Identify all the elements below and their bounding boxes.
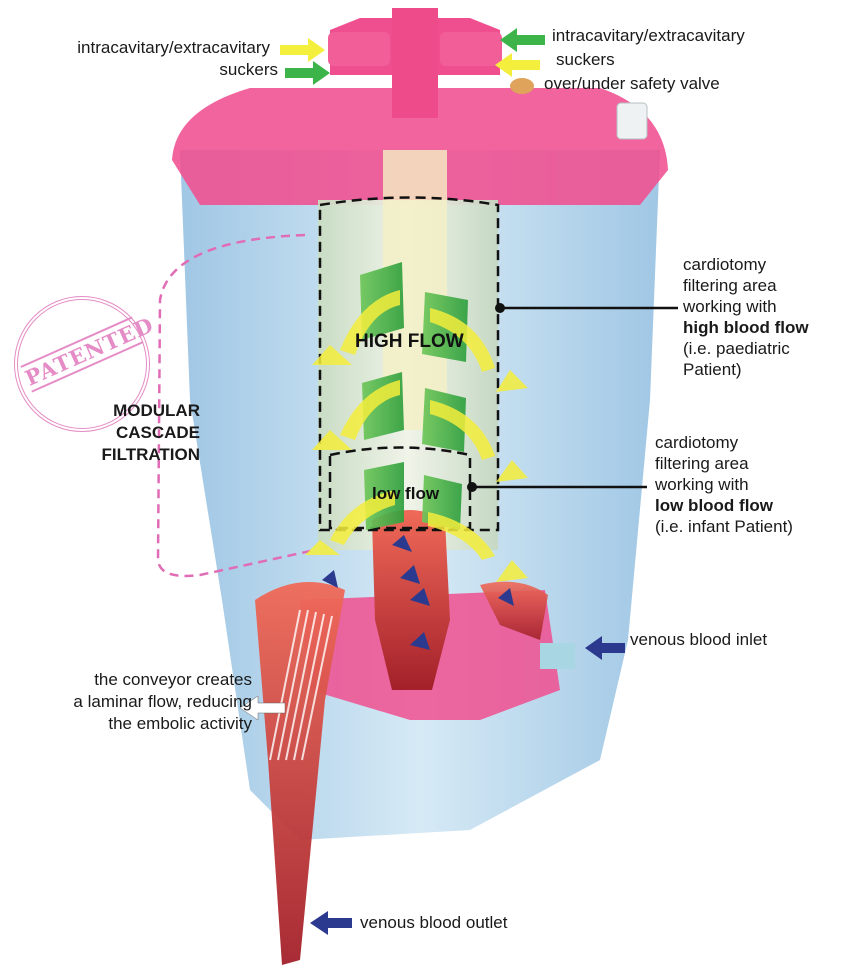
arrow-green-left-suckers xyxy=(285,61,330,85)
label-venous-inlet: venous blood inlet xyxy=(630,630,767,650)
arrow-yellow-left-suckers xyxy=(280,38,325,62)
label-low-area-2: filtering area xyxy=(655,454,749,474)
label-safety-valve: over/under safety valve xyxy=(544,74,720,94)
label-low-area-5: (i.e. infant Patient) xyxy=(655,517,793,537)
label-high-area-5: (i.e. paediatric xyxy=(683,339,790,359)
lid-fitting-left xyxy=(328,32,390,66)
label-high-area-1: cardiotomy xyxy=(683,255,766,275)
label-modular-3: FILTRATION xyxy=(70,444,200,465)
lid-fitting-right xyxy=(440,32,502,66)
safety-valve xyxy=(510,78,534,94)
label-suckers-left-2: suckers xyxy=(190,60,278,80)
label-suckers-right-1: intracavitary/extracavitary xyxy=(552,26,745,46)
label-conveyor-2: a laminar flow, reducing xyxy=(20,692,252,712)
label-suckers-right-2: suckers xyxy=(556,50,615,70)
arrow-green-right-suckers xyxy=(500,28,545,52)
low-area-dot xyxy=(467,482,477,492)
label-low-area-1: cardiotomy xyxy=(655,433,738,453)
label-venous-outlet: venous blood outlet xyxy=(360,913,507,933)
label-high-flow: HIGH FLOW xyxy=(355,331,464,353)
lid-center-stem xyxy=(392,8,438,118)
label-high-area-4: high blood flow xyxy=(683,318,809,338)
label-low-flow: low flow xyxy=(372,484,439,504)
label-modular-2: CASCADE xyxy=(70,422,200,443)
arrow-venous-outlet xyxy=(310,911,352,935)
label-low-area-3: working with xyxy=(655,475,749,495)
side-port xyxy=(617,103,647,139)
label-conveyor-3: the embolic activity xyxy=(20,714,252,734)
label-low-area-4: low blood flow xyxy=(655,496,773,516)
label-conveyor-1: the conveyor creates xyxy=(20,670,252,690)
inlet-pipe xyxy=(540,643,575,669)
label-high-area-6: Patient) xyxy=(683,360,742,380)
label-high-area-2: filtering area xyxy=(683,276,777,296)
high-area-dot xyxy=(495,303,505,313)
label-high-area-3: working with xyxy=(683,297,777,317)
label-suckers-left-1: intracavitary/extracavitary xyxy=(40,38,270,58)
label-modular-1: MODULAR xyxy=(70,400,200,421)
